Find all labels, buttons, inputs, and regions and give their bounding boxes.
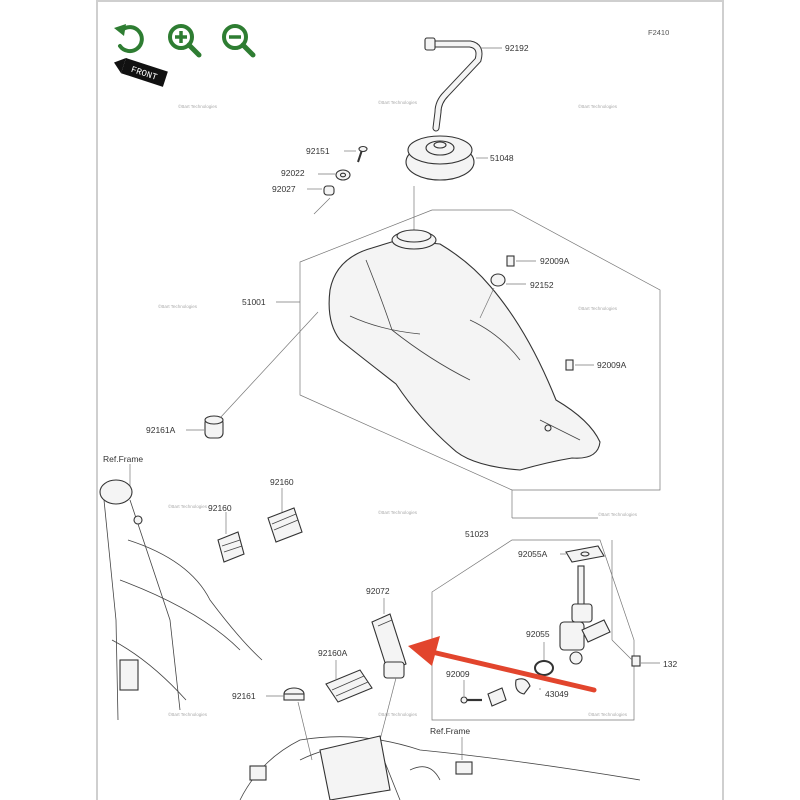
zoom-out-button[interactable]	[218, 20, 258, 60]
gasket-92055a	[560, 545, 605, 563]
fuel-cap-part	[405, 135, 488, 181]
fuel-hose-part	[424, 37, 502, 132]
clip-43049	[515, 678, 541, 695]
grommet-92152	[479, 273, 526, 319]
collar-92027	[307, 185, 335, 215]
part-label-92055: 92055	[526, 629, 550, 639]
rotate-icon	[114, 24, 144, 54]
watermark: ©Bart Technologies	[598, 511, 638, 517]
viewer-toolbar	[110, 20, 258, 60]
watermark: ©Bart Technologies	[378, 99, 418, 105]
part-label-92009a-top: 92009A	[540, 256, 570, 266]
bolt-92151	[344, 145, 368, 163]
watermark: ©Bart Technologies	[378, 509, 418, 515]
zoom-in-icon	[168, 24, 202, 58]
watermark: ©Bart Technologies	[578, 305, 618, 311]
part-label-92072: 92072	[366, 586, 390, 596]
part-label-43049: 43049	[545, 689, 569, 699]
o-ring-92055	[534, 642, 554, 676]
leader	[611, 639, 633, 661]
part-label-92027: 92027	[272, 184, 296, 194]
bottom-frame	[239, 735, 641, 800]
ref-frame-label-bottom: Ref.Frame	[430, 726, 470, 736]
part-label-92009: 92009	[446, 669, 470, 679]
fuel-cock-part	[559, 565, 611, 665]
damper-92161	[266, 687, 313, 761]
part-label-92160-b: 92160	[270, 477, 294, 487]
part-label-51001: 51001	[242, 297, 266, 307]
strap-92072	[371, 598, 407, 741]
part-label-92009a-mid: 92009A	[597, 360, 627, 370]
washer-92022	[318, 169, 351, 181]
bolt-92009a-mid	[565, 359, 594, 371]
watermark: ©Bart Technologies	[378, 711, 418, 717]
fuel-tank-part	[328, 229, 601, 471]
watermark: ©Bart Technologies	[168, 503, 208, 509]
screw-132	[631, 655, 660, 667]
tank-group-outline	[299, 209, 661, 491]
watermark: ©Bart Technologies	[178, 103, 218, 109]
part-label-92160a: 92160A	[318, 648, 348, 658]
part-label-132: 132	[663, 659, 677, 669]
highlight-arrow-icon	[408, 636, 597, 693]
damper-92161a	[186, 311, 319, 439]
pad-92160-b	[267, 488, 303, 543]
pad-92160-a	[217, 512, 245, 563]
part-label-51048: 51048	[490, 153, 514, 163]
watermark: ©Bart Technologies	[158, 303, 198, 309]
pad-92160a	[325, 660, 373, 703]
zoom-in-button[interactable]	[164, 20, 204, 60]
watermark: ©Bart Technologies	[168, 711, 208, 717]
part-label-92151: 92151	[306, 146, 330, 156]
frame-tubes	[99, 479, 263, 721]
part-label-92055a: 92055A	[518, 549, 548, 559]
bolt-92009	[460, 680, 507, 707]
rotate-button[interactable]	[110, 20, 150, 60]
part-label-51023: 51023	[465, 529, 489, 539]
bolt-92009a-top	[506, 255, 536, 267]
watermark: ©Bart Technologies	[578, 103, 618, 109]
watermark: ©Bart Technologies	[588, 711, 628, 717]
front-arrow-icon	[114, 58, 126, 74]
part-label-92160-a: 92160	[208, 503, 232, 513]
fuel-cock-group-outline	[431, 539, 635, 721]
figure-code: F2410	[648, 28, 669, 37]
part-label-92152: 92152	[530, 280, 554, 290]
zoom-out-icon	[222, 24, 256, 58]
part-label-92161: 92161	[232, 691, 256, 701]
part-label-92022: 92022	[281, 168, 305, 178]
ref-frame-label-top: Ref.Frame	[103, 454, 143, 464]
part-label-92161a: 92161A	[146, 425, 176, 435]
part-label-92192: 92192	[505, 43, 529, 53]
